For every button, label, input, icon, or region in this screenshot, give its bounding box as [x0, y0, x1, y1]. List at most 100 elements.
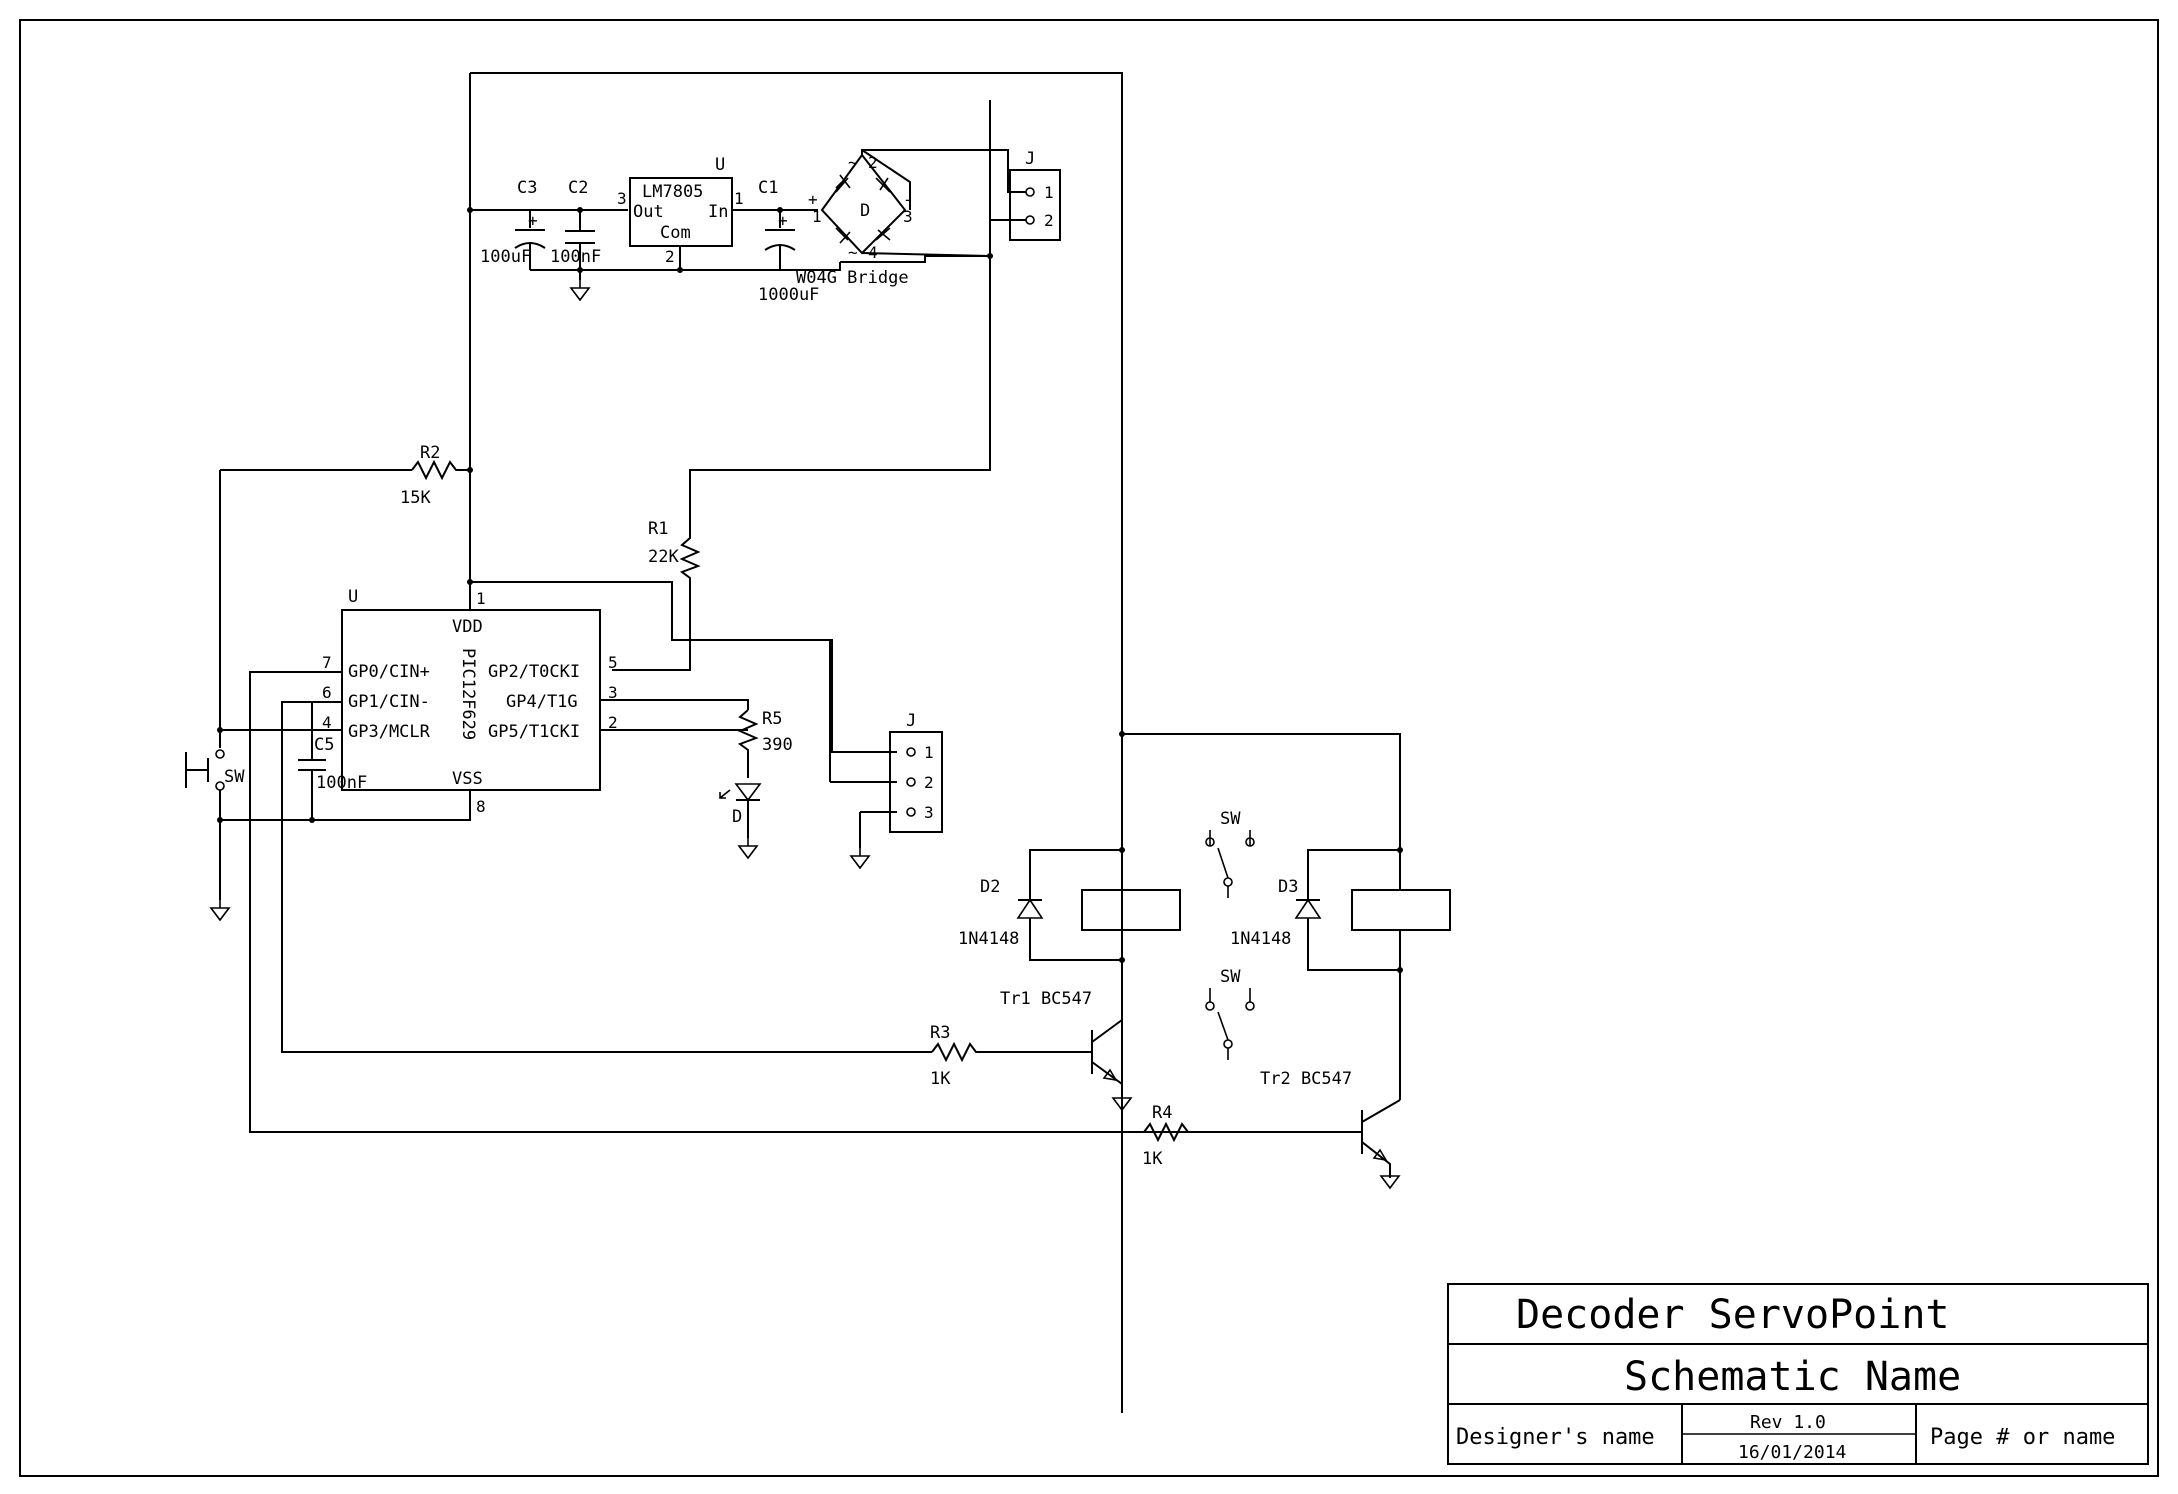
relay-switch-bottom: SW: [1205, 967, 1255, 1060]
resistor-r3: R3 1K: [930, 1023, 1092, 1089]
d2-ref: D2: [980, 877, 1000, 897]
resistor-r2: R2 15K: [219, 443, 473, 730]
servo-pin-2: 2: [924, 773, 934, 792]
r5-value: 390: [762, 735, 793, 755]
regulator-pin-in: 1: [734, 189, 744, 208]
regulator-out-label: Out: [633, 202, 664, 222]
bridge-value: W04G Bridge: [796, 268, 909, 288]
led-ref: D: [732, 807, 742, 827]
capacitor-c3: + C3 100uF: [480, 178, 546, 270]
mcu-pin-gp2-label: GP2/T0CKI: [488, 662, 580, 682]
led-indicator: D: [719, 783, 762, 859]
resistor-r1: R1 22K: [612, 519, 701, 671]
date: 16/01/2014: [1738, 1442, 1846, 1463]
page-name: Page # or name: [1930, 1425, 2115, 1450]
d3-value: 1N4148: [1230, 929, 1291, 949]
regulator-pin-com: 2: [665, 247, 675, 266]
servo-connector-ref: J: [906, 711, 916, 731]
regulator-com-label: Com: [660, 223, 691, 243]
mcu-pin-gp0-label: GP0/CIN+: [348, 662, 430, 682]
servo-pin-3: 3: [924, 803, 934, 822]
regulator-pin-out: 3: [617, 189, 627, 208]
tr1-label: Tr1 BC547: [1000, 989, 1092, 1009]
r5-ref: R5: [762, 709, 782, 729]
capacitor-c2: C2 100nF: [550, 178, 601, 301]
mcu-pin-3: 3: [608, 683, 618, 702]
mcu-pin-gp4-label: GP4/T1G: [506, 692, 578, 712]
c5-value: 100nF: [316, 773, 367, 793]
mcu-ref: U: [348, 587, 358, 607]
regulator-in-label: In: [708, 202, 728, 222]
bridge-ref: D: [860, 201, 870, 221]
mcu-vss-pin: 8: [476, 797, 486, 816]
power-connector-ref: J: [1025, 149, 1035, 169]
r4-value: 1K: [1142, 1149, 1163, 1169]
revision: Rev 1.0: [1750, 1412, 1826, 1433]
bridge-tilde-top: ~: [848, 153, 858, 172]
transistor-tr2: Tr2 BC547: [1260, 1069, 1401, 1189]
svg-text:+: +: [528, 211, 538, 230]
c1-value: 1000uF: [758, 285, 819, 305]
r3-value: 1K: [930, 1069, 951, 1089]
mcu-pin-2: 2: [608, 713, 618, 732]
push-button-switch[interactable]: SW: [185, 749, 245, 921]
mcu-pin-gp3-label: GP3/MCLR: [348, 722, 431, 742]
relay-switch-top: SW: [1205, 809, 1255, 898]
r1-value: 22K: [648, 547, 679, 567]
c3-value: 100uF: [480, 247, 531, 267]
mcu-name: PIC12F629: [458, 648, 478, 740]
resistor-r5: R5 390: [600, 699, 793, 778]
mcu-section: R2 15K R1 22K U 1 VDD VSS 8 PIC12F629 GP…: [185, 443, 1360, 1133]
d2-value: 1N4148: [958, 929, 1019, 949]
pic-microcontroller: U 1 VDD VSS 8 PIC12F629 GP0/CIN+ GP1/CIN…: [322, 587, 618, 816]
relay-driver-section: D2 1N4148 D3 1N4148 SW: [930, 731, 1451, 1189]
bridge-pin-2: 2: [868, 153, 878, 172]
power-connector-pin-2: 2: [1044, 211, 1054, 230]
regulator-ref: U: [715, 155, 725, 175]
d3-ref: D3: [1278, 877, 1298, 897]
project-title: Decoder ServoPoint: [1516, 1292, 1949, 1338]
bridge-rectifier: + 1 2 3 4 ~ ~ - D W04G Bridge: [796, 153, 913, 288]
r2-ref: R2: [420, 443, 440, 463]
mcu-pin-gp1-label: GP1/CIN-: [348, 692, 430, 712]
tr2-label: Tr2 BC547: [1260, 1069, 1352, 1089]
r2-value: 15K: [400, 488, 431, 508]
relay-sw-bottom-ref: SW: [1220, 967, 1241, 987]
bridge-pin-3: 3: [903, 207, 913, 226]
relay-1: D2 1N4148: [958, 847, 1181, 1020]
mcu-pin-7: 7: [322, 653, 332, 672]
regulator-name: LM7805: [642, 182, 703, 202]
mcu-pin-6: 6: [322, 683, 332, 702]
c1-ref: C1: [758, 178, 778, 198]
capacitor-c5: C5 100nF: [298, 702, 367, 820]
bridge-tilde-bottom: ~: [848, 243, 858, 262]
mcu-pin-5: 5: [608, 653, 618, 672]
capacitor-c1: + C1 1000uF: [758, 178, 819, 305]
svg-text:+: +: [778, 211, 788, 230]
bridge-pin-4: 4: [868, 243, 878, 262]
title-block: Decoder ServoPoint Schematic Name Design…: [1447, 1283, 2149, 1465]
relay-sw-top-ref: SW: [1220, 809, 1241, 829]
mcu-pin-gp5-label: GP5/T1CKI: [488, 722, 580, 742]
relay-2: D3 1N4148: [1230, 847, 1451, 1100]
bridge-minus: -: [903, 190, 913, 209]
c3-ref: C3: [517, 178, 537, 198]
mcu-vdd-pin: 1: [476, 589, 486, 608]
resistor-r4: R4 1K: [1142, 1103, 1362, 1169]
r3-ref: R3: [930, 1023, 950, 1043]
transistor-tr1: Tr1 BC547: [1000, 989, 1132, 1111]
mcu-vss-label: VSS: [452, 769, 483, 789]
c2-ref: C2: [568, 178, 588, 198]
schematic-name: Schematic Name: [1624, 1354, 1961, 1400]
designer-name: Designer's name: [1456, 1425, 1655, 1450]
mcu-pin-4: 4: [322, 713, 332, 732]
sheet-border: [19, 19, 2159, 1477]
mcu-vdd-label: VDD: [452, 617, 483, 637]
power-connector: J 1 2: [1009, 149, 1061, 241]
servo-pin-1: 1: [924, 743, 934, 762]
bridge-pin-1: 1: [812, 207, 822, 226]
r4-ref: R4: [1152, 1103, 1172, 1123]
sw-ref: SW: [224, 767, 245, 787]
power-supply-section: + C3 100uF C2 100nF LM7805 Out In Com U …: [467, 72, 1123, 1413]
